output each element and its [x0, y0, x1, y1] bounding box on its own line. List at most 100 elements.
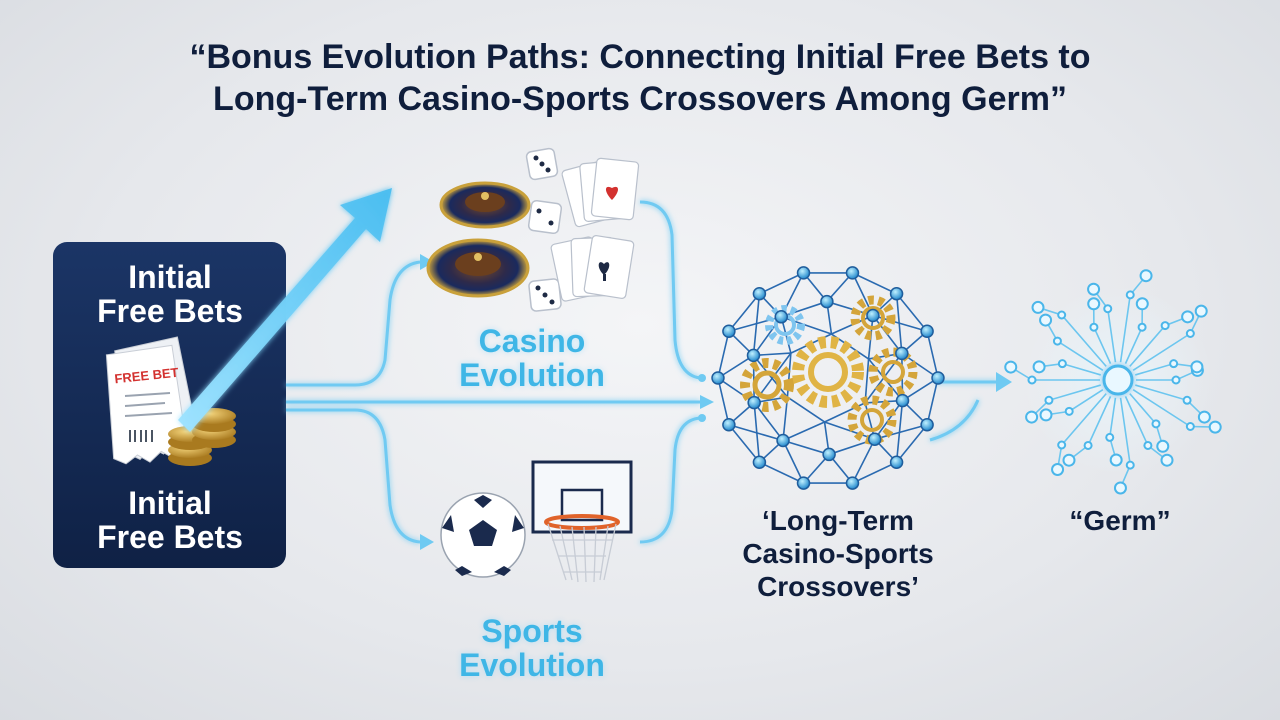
circuit-node [1160, 453, 1174, 467]
arrowhead-germ [996, 372, 1012, 392]
network-node [931, 371, 945, 385]
arrowhead-casino [420, 254, 434, 270]
network-link [717, 377, 730, 425]
network-link [717, 354, 754, 379]
connector-casino-to-crossover [639, 200, 701, 380]
network-node [889, 286, 904, 301]
circuit-node [1143, 440, 1153, 450]
network-node [866, 308, 880, 323]
circuit-node [1182, 395, 1192, 405]
network-link [728, 293, 761, 332]
network-link [926, 377, 939, 425]
network-link [874, 400, 904, 440]
circuit-node [1039, 313, 1053, 327]
network-node [820, 294, 834, 309]
circuit-node [1032, 360, 1046, 374]
network-link [759, 461, 804, 484]
network-node [752, 286, 767, 301]
circuit-node [1025, 410, 1039, 424]
circuit-node [1160, 321, 1170, 331]
playing-cards-icon [550, 157, 640, 302]
circuit-node [1052, 336, 1062, 346]
gold-chips-icon [168, 408, 236, 466]
circuit-node [1057, 359, 1067, 369]
network-link [782, 439, 830, 456]
circuit-node [1208, 420, 1222, 434]
network-link [926, 331, 939, 379]
circuit-node [1125, 460, 1135, 470]
network-link [717, 331, 730, 379]
soccer-ball-icon [440, 492, 526, 578]
circuit-node [1044, 395, 1054, 405]
start-label-top-line-2: Free Bets [97, 293, 243, 329]
circuit-node [1083, 440, 1093, 450]
circuit-node [1051, 463, 1065, 477]
crossover-label-line-1: ‘Long-Term [762, 505, 914, 536]
network-link [786, 396, 826, 423]
network-node [747, 395, 761, 410]
circuit-node [1105, 432, 1115, 442]
network-link [895, 400, 904, 463]
network-link [874, 424, 928, 440]
start-label-bottom: Initial Free Bets [55, 486, 285, 554]
crossover-label: ‘Long-Term Casino-Sports Crossovers’ [718, 504, 958, 603]
connector-sports-to-crossover [639, 416, 701, 544]
network-node [889, 455, 904, 470]
start-label-bottom-line-1: Initial [128, 485, 212, 521]
network-link [781, 300, 828, 318]
circuit-node [1169, 359, 1179, 369]
circuit-node [1125, 290, 1135, 300]
network-node [722, 418, 736, 432]
network-node [711, 371, 725, 385]
circuit-node [1171, 375, 1181, 385]
network-node [920, 324, 934, 338]
circuit-node [1064, 406, 1074, 416]
network-node [895, 393, 910, 408]
circuit-node [1194, 304, 1208, 318]
circuit-node [1197, 410, 1211, 424]
network-node [845, 476, 860, 490]
diagram-title: “Bonus Evolution Paths: Connecting Initi… [0, 36, 1280, 120]
dice-icon [525, 147, 563, 312]
network-link [728, 424, 761, 463]
connector-to-sports [286, 408, 421, 544]
network-link [753, 402, 784, 441]
network-node [895, 346, 909, 361]
title-line-1: “Bonus Evolution Paths: Connecting Initi… [189, 38, 1091, 76]
circuit-node [1185, 329, 1195, 339]
circuit-node [1004, 360, 1018, 374]
crossover-network-icon [711, 266, 945, 490]
casino-evolution-label: Casino Evolution [432, 324, 632, 392]
network-node [752, 455, 767, 470]
network-link [728, 424, 784, 442]
circuit-node [1087, 282, 1101, 296]
crossover-label-line-3: Crossovers’ [757, 571, 919, 602]
circuit-node [1190, 360, 1204, 374]
circuit-node [1087, 297, 1101, 311]
roulette-wheel-icon [426, 181, 531, 298]
network-link [895, 424, 928, 463]
connector-to-casino [286, 260, 421, 387]
network-node [746, 348, 761, 363]
network-link [902, 377, 939, 402]
network-link [782, 440, 805, 484]
circuit-node [1057, 440, 1067, 450]
germ-neural-icon [1004, 269, 1222, 495]
casino-label-line-2: Evolution [459, 357, 605, 393]
network-node [796, 476, 811, 490]
network-link [852, 272, 897, 295]
circuit-node [1039, 408, 1053, 422]
ticket-text: FREE BET [114, 365, 180, 387]
germ-label: “Germ” [1069, 505, 1171, 536]
crossover-label-line-2: Casino-Sports [742, 538, 934, 569]
circuit-node [1089, 322, 1099, 332]
network-node [722, 324, 736, 338]
title-line-2: Long-Term Casino-Sports Crossovers Among… [213, 80, 1067, 118]
circuit-node [1109, 453, 1123, 467]
sports-label-line-1: Sports [481, 613, 583, 649]
network-link [752, 354, 789, 398]
circuit-node [1135, 297, 1149, 311]
sports-label-line-2: Evolution [459, 647, 605, 683]
circuit-node [1139, 269, 1153, 283]
